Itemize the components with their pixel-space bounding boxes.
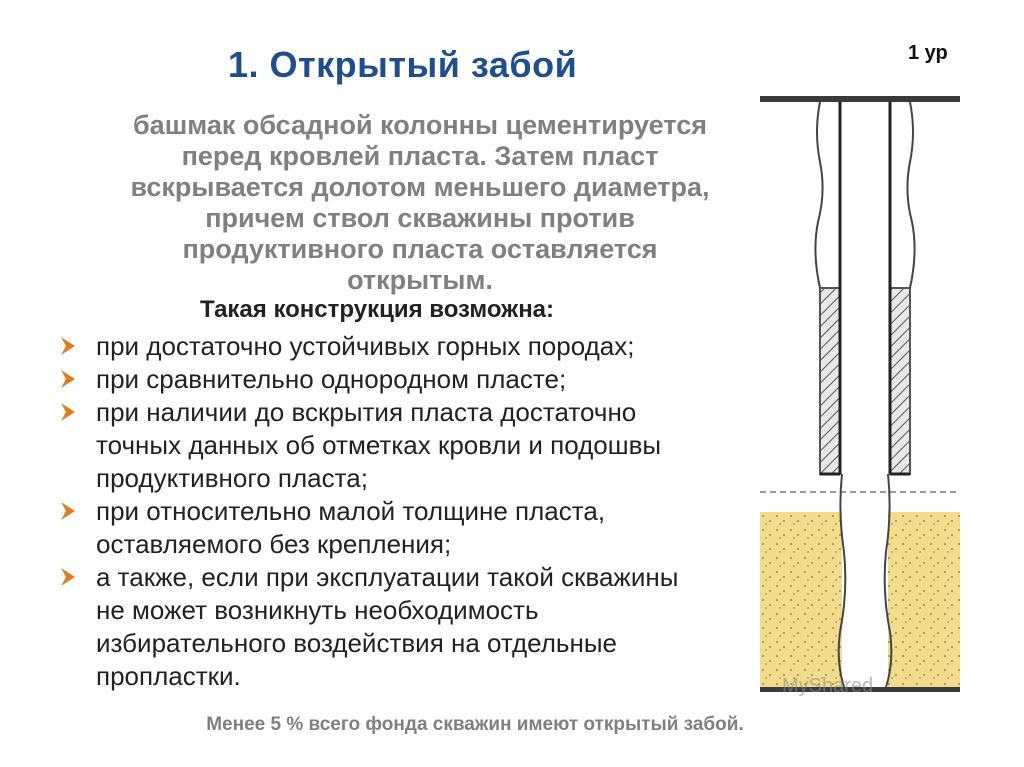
list-item: при наличии до вскрытия пласта достаточн… [58,396,678,495]
intro-line: продуктивного пласта оставляется [182,234,658,264]
borehole-wall-right [906,101,916,289]
watermark-text: MyShared [782,675,873,697]
arrow-bullet-icon [61,370,75,388]
list-item-text: а также, если при эксплуатации такой скв… [96,562,679,592]
arrow-bullet-icon [61,337,75,355]
list-item-text: точных данных об отметках кровли и подош… [96,430,662,460]
arrow-bullet-icon [61,403,75,421]
list-item-text: при относительно малой толщине пласта, [96,496,606,526]
intro-line: башмак обсадной колонны цементируется [133,110,707,140]
open-hole-well-diagram: MyShared [760,96,960,697]
slide-title: 1. Открытый забой [228,44,578,85]
surface-ground-line [760,96,960,102]
subheading: Такая конструкция возможна: [200,296,555,323]
list-item: при сравнительно однородном пласте; [58,363,678,396]
list-item-text: при наличии до вскрытия пласта достаточн… [96,397,637,427]
intro-line: причем ствол скважины против [205,203,635,233]
productive-formation-right [888,512,960,687]
open-hole-wall-right [883,473,893,688]
list-item-text: не может возникнуть необходимость [96,595,539,625]
list-item-text: продуктивного пласта; [96,463,368,493]
cement-left [819,287,841,475]
borehole-wall-left [814,101,824,289]
arrow-bullet-icon [61,568,75,586]
list-item-text: избирательного воздействия на отдельные [96,628,617,658]
list-item-text: пропластки. [96,661,241,691]
cement-right [889,287,911,475]
intro-paragraph: башмак обсадной колонны цементируется пе… [70,110,770,296]
arrow-bullet-icon [61,502,75,520]
formation-floor [760,687,960,692]
list-item: при достаточно устойчивых горных породах… [58,330,678,363]
level-label: 1 ур [908,42,948,64]
list-item-text: при сравнительно однородном пласте; [96,364,567,394]
intro-line: вскрывается долотом меньшего диаметра, [130,172,710,202]
productive-formation-left [760,512,842,687]
list-item-text: при достаточно устойчивых горных породах… [96,331,635,361]
intro-line: перед кровлей пласта. Затем пласт [181,141,659,171]
list-item: при относительно малой толщине пласта, о… [58,495,678,561]
condition-list: при достаточно устойчивых горных породах… [58,330,678,693]
list-item-text: оставляемого без крепления; [96,529,452,559]
footer-note: Менее 5 % всего фонда скважин имеют откр… [206,714,744,735]
intro-line: открытым. [347,265,493,295]
open-hole-wall-left [837,473,847,688]
list-item: а также, если при эксплуатации такой скв… [58,561,678,693]
